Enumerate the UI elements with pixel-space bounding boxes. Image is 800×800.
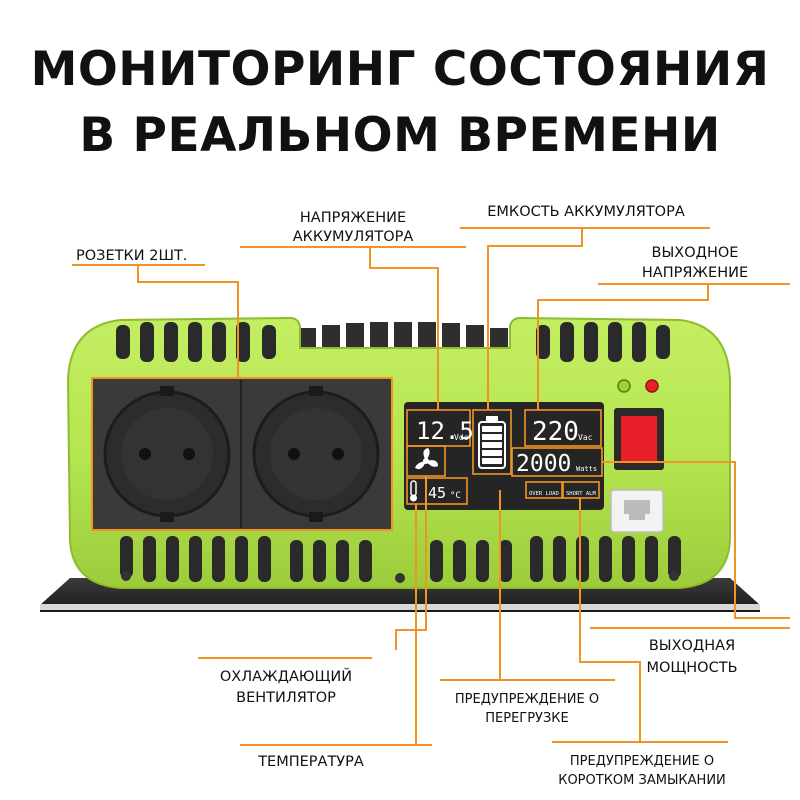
lcd-display: 12.5 Vdc 220 Vac 2000 Watts bbox=[404, 402, 604, 510]
thermometer-icon bbox=[410, 480, 417, 502]
label-sockets: РОЗЕТКИ 2ШТ. bbox=[76, 248, 188, 264]
cooling-fan-icon bbox=[415, 448, 438, 470]
output-power-unit: Watts bbox=[576, 465, 597, 473]
label-battery-voltage-line-2: АККУМУЛЯТОРА bbox=[292, 229, 414, 245]
label-output-power-line-2: МОЩНОСТЬ bbox=[646, 660, 738, 676]
battery-capacity-icon bbox=[478, 416, 506, 469]
headline-line-2: В РЕАЛЬНОМ ВРЕМЕНИ bbox=[79, 108, 721, 163]
callout-lines bbox=[72, 227, 790, 746]
label-short-circuit-line-1: ПРЕДУПРЕЖДЕНИЕ О bbox=[569, 754, 715, 769]
label-battery-voltage-line-1: НАПРЯЖЕНИЕ bbox=[299, 210, 407, 226]
output-power-readout: 2000 bbox=[516, 451, 571, 477]
overload-tag: OVER LOAD bbox=[529, 491, 559, 497]
label-output-voltage-line-1: ВЫХОДНОЕ bbox=[651, 245, 739, 261]
top-cooling-fins bbox=[298, 322, 508, 350]
label-cooling-fan-line-2: ВЕНТИЛЯТОР bbox=[236, 690, 336, 706]
label-overload-line-1: ПРЕДУПРЕЖДЕНИЕ О bbox=[454, 692, 600, 707]
label-short-circuit-line-2: КОРОТКОМ ЗАМЫКАНИИ bbox=[558, 773, 726, 788]
headline-line-1: МОНИТОРИНГ СОСТОЯНИЯ bbox=[30, 42, 770, 97]
socket-left bbox=[103, 386, 231, 522]
label-overload-line-2: ПЕРЕГРУЗКЕ bbox=[485, 711, 569, 726]
label-temperature: ТЕМПЕРАТУРА bbox=[258, 754, 364, 770]
socket-right bbox=[252, 386, 380, 522]
battery-voltage-readout: 12.5 bbox=[416, 417, 474, 445]
ac-sockets bbox=[91, 377, 393, 531]
label-output-power-line-1: ВЫХОДНАЯ bbox=[648, 638, 736, 654]
temperature-unit: °C bbox=[450, 491, 461, 501]
short-circuit-tag: SHORT ALM bbox=[566, 491, 596, 497]
red-led-icon bbox=[645, 379, 659, 393]
output-voltage-unit: Vac bbox=[578, 433, 593, 442]
control-panel bbox=[610, 379, 664, 533]
label-cooling-fan-line-1: ОХЛАЖДАЮЩИЙ bbox=[219, 669, 353, 685]
green-led-icon bbox=[617, 379, 631, 393]
output-voltage-readout: 220 bbox=[532, 417, 579, 447]
label-output-voltage-line-2: НАПРЯЖЕНИЕ bbox=[641, 265, 749, 281]
battery-voltage-unit: Vdc bbox=[454, 433, 469, 442]
label-battery-capacity: ЕМКОСТЬ АККУМУЛЯТОРА bbox=[487, 204, 685, 220]
temperature-readout: 45 bbox=[428, 484, 446, 502]
